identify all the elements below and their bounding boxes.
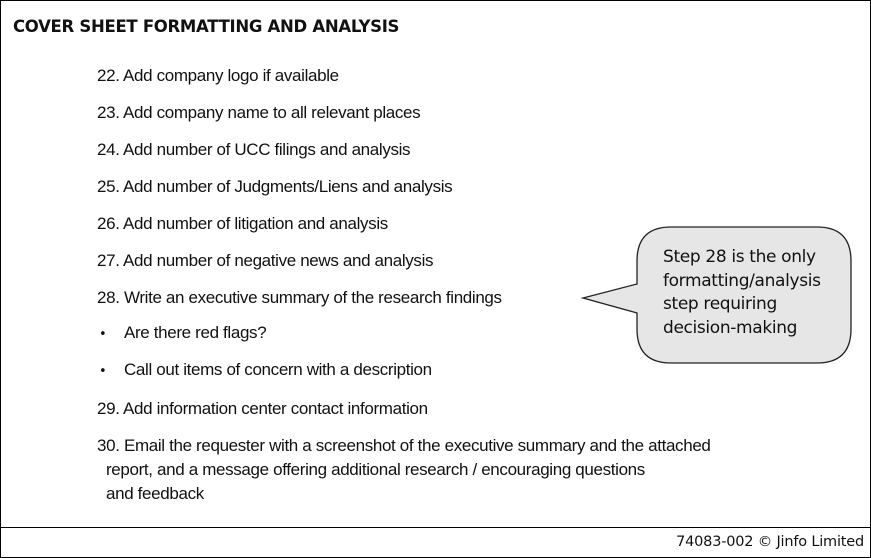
step-29: 29. Add information center contact infor… — [97, 399, 428, 418]
callout-line: step requiring — [663, 294, 777, 314]
callout-line: Step 28 is the only — [663, 247, 816, 267]
callout-line: decision-making — [663, 317, 798, 338]
callout-text: Step 28 is the only formatting/analysis … — [663, 246, 821, 340]
step-25: 25. Add number of Judgments/Liens and an… — [97, 177, 453, 196]
step-22: 22. Add company logo if available — [97, 66, 339, 85]
step-30-line-3: and feedback — [106, 484, 204, 503]
sub-item-red-flags: Are there red flags? — [124, 323, 267, 342]
step-23: 23. Add company name to all relevant pla… — [97, 103, 421, 122]
bullet: • — [99, 327, 107, 342]
step-30-line-1: 30. Email the requester with a screensho… — [97, 436, 711, 455]
bullet: • — [99, 364, 107, 379]
copyright-footer: 74083-002 © Jinfo Limited — [676, 534, 864, 550]
step-28: 28. Write an executive summary of the re… — [97, 288, 502, 307]
footer-divider — [1, 527, 870, 528]
callout-line: formatting/analysis — [663, 270, 821, 291]
step-27: 27. Add number of negative news and anal… — [97, 251, 434, 270]
step-30-line-2: report, and a message offering additiona… — [106, 460, 645, 479]
figure-title: COVER SHEET FORMATTING AND ANALYSIS — [13, 17, 400, 36]
sub-item-concerns: Call out items of concern with a descrip… — [124, 360, 432, 379]
step-24: 24. Add number of UCC filings and analys… — [97, 140, 411, 159]
step-26: 26. Add number of litigation and analysi… — [97, 214, 388, 233]
